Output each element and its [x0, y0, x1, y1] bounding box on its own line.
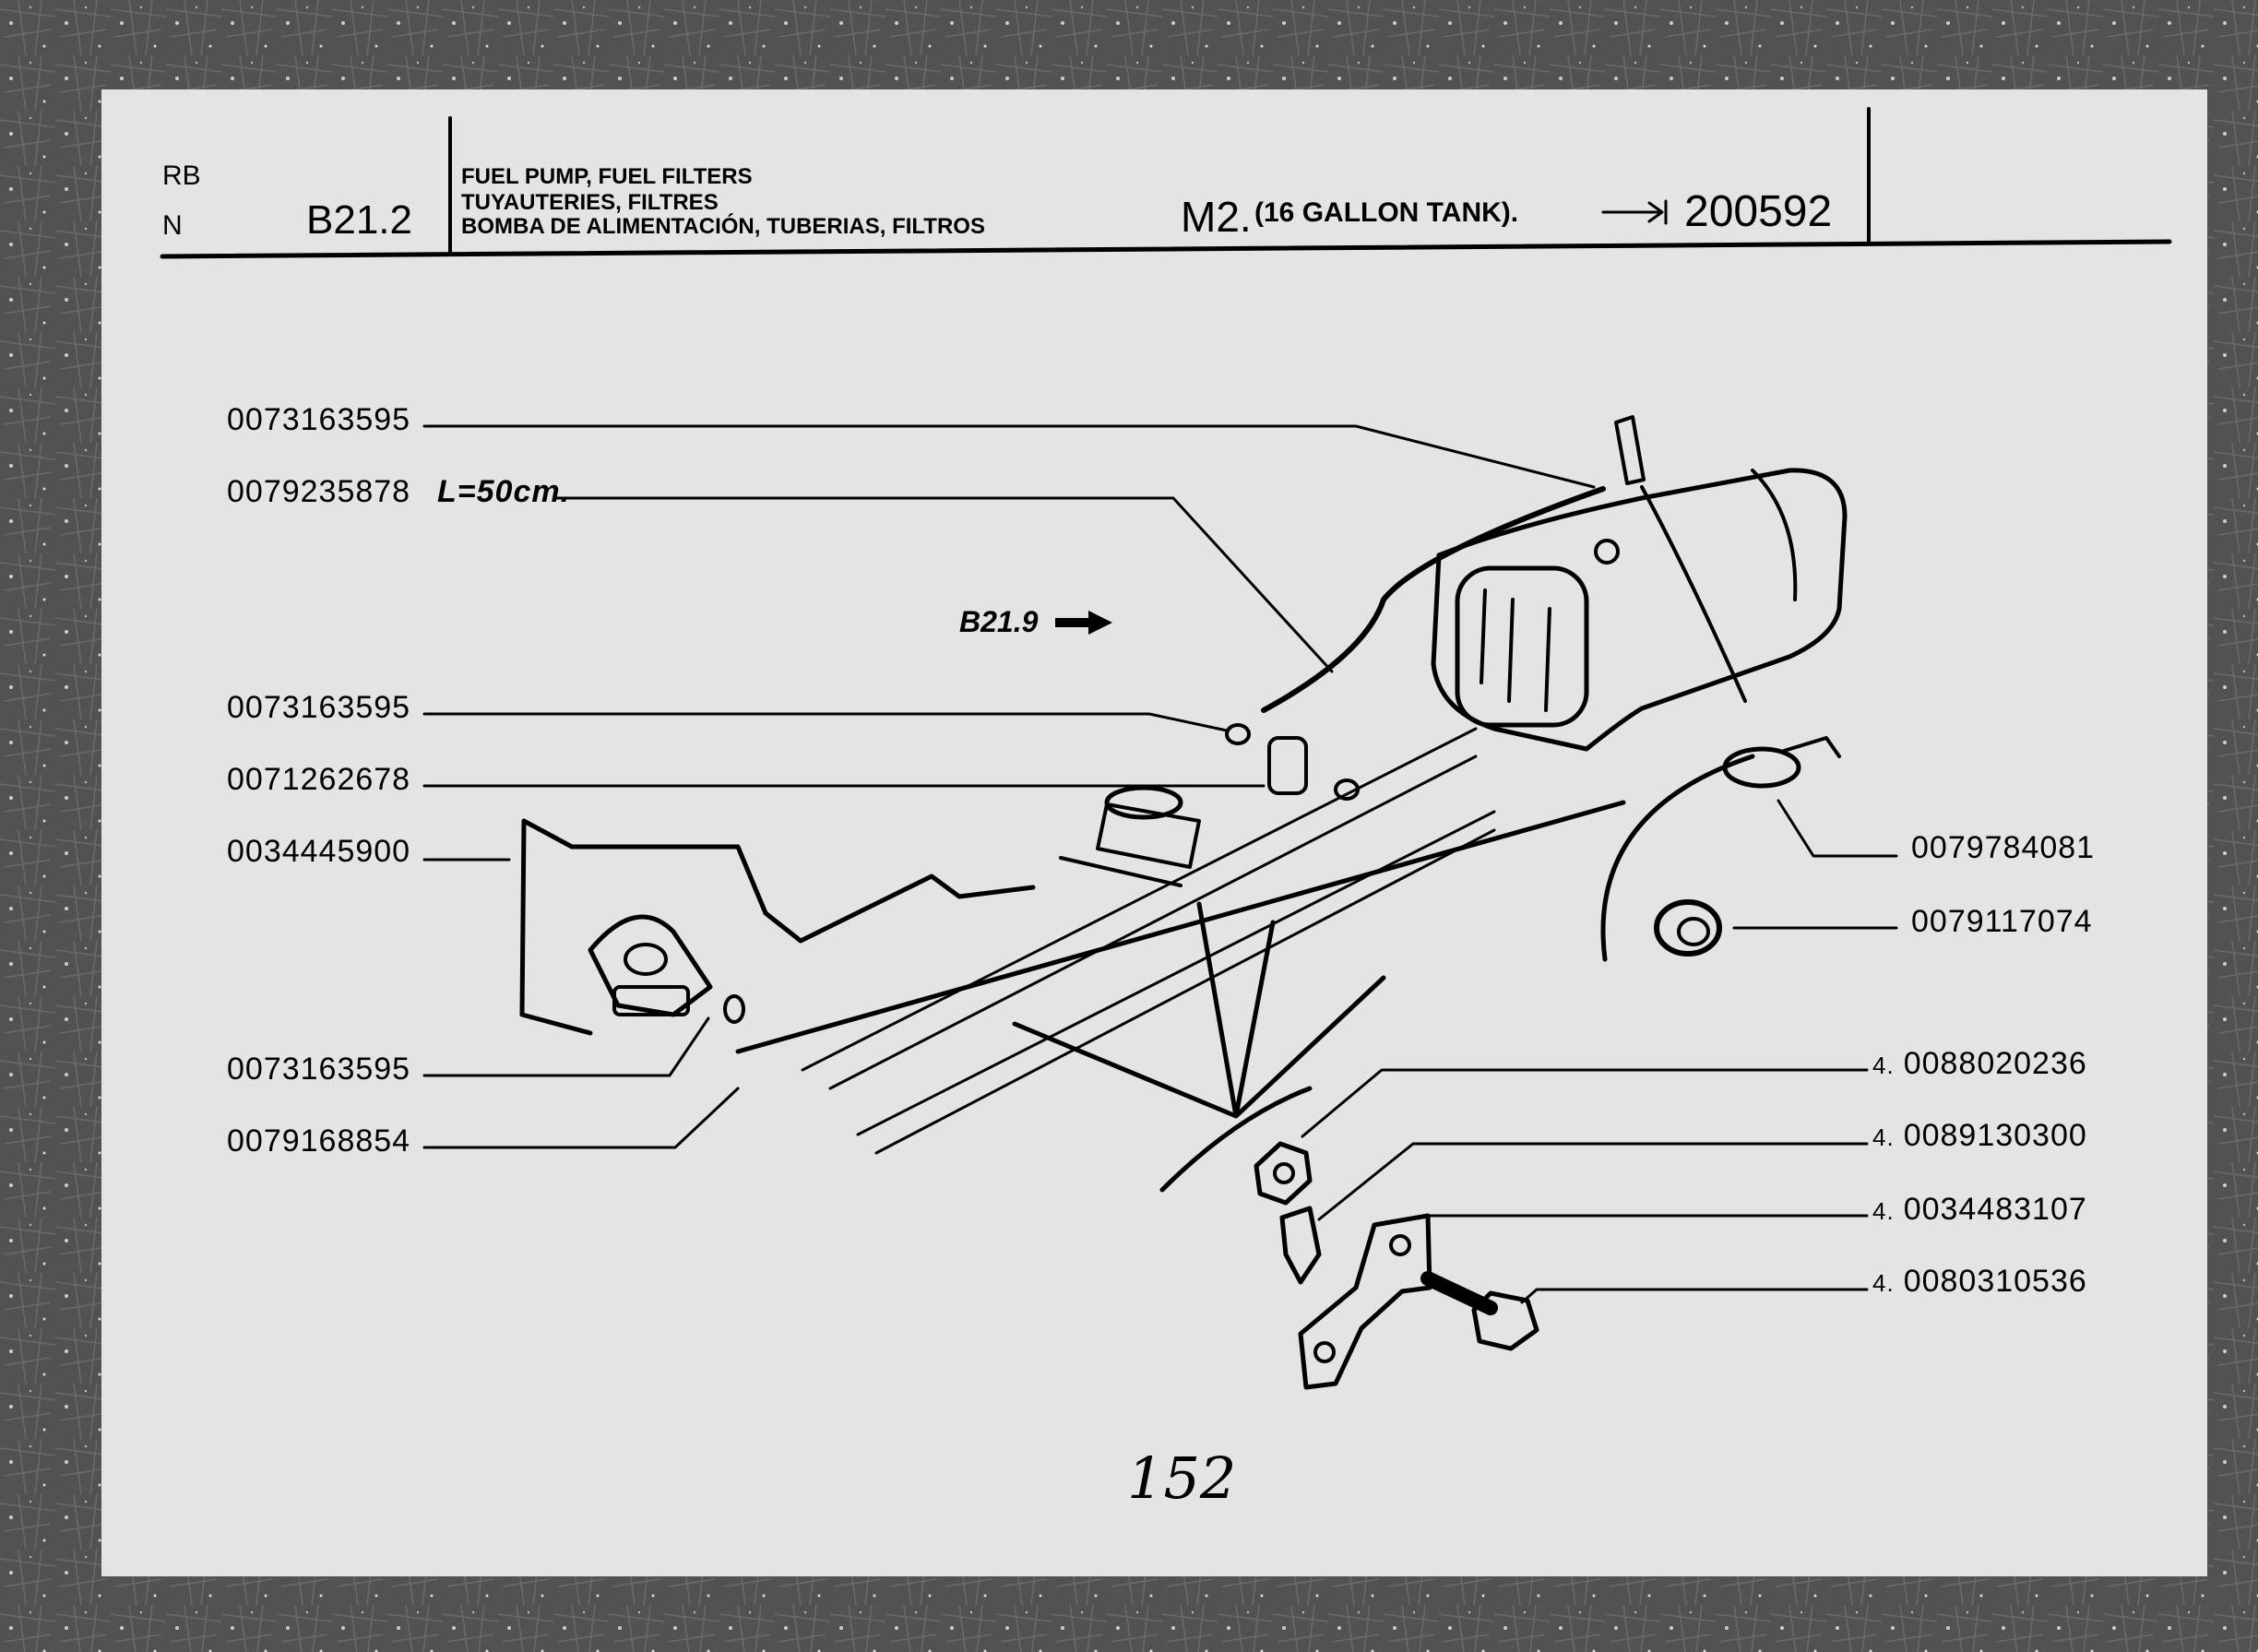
part-code-left: 0034445900 [227, 834, 411, 869]
parts-catalog-card [101, 89, 2207, 1576]
serial-number: 200592 [1684, 187, 1833, 236]
fuel-pump [588, 914, 713, 1017]
rb-label: RB [162, 160, 201, 191]
bracket [1298, 1213, 1432, 1390]
title-line-es: BOMBA DE ALIMENTACIÓN, TUBERIAS, FILTROS [461, 214, 985, 239]
leader-line [1520, 1288, 1869, 1304]
title-line-fr: TUYAUTERIES, FILTRES [461, 190, 719, 215]
part-code-right: 4.0080310536 [1872, 1264, 2087, 1299]
part-code-left: 0073163595 [227, 690, 411, 725]
carburetor [1104, 785, 1183, 820]
page-number: 152 [1127, 1444, 1237, 1512]
chassis-rail [735, 800, 1626, 1054]
fuel-hose [1261, 486, 1606, 713]
cross-reference-label: B21.9 [959, 605, 1039, 638]
chassis-rail [828, 755, 1478, 1090]
leader-line [1777, 799, 1898, 858]
sender-cap [1594, 539, 1620, 565]
part-code-right: 4.0088020236 [1872, 1046, 2087, 1081]
hose-clamp [1225, 723, 1251, 745]
part-code-right: 4.0089130300 [1872, 1118, 2087, 1153]
leader-line [1301, 1068, 1869, 1138]
fuel-tank [1431, 468, 1848, 752]
arrow-head [1647, 201, 1664, 223]
part-code-left: 0079168854 [227, 1123, 411, 1159]
leader-line [553, 496, 1334, 673]
section-code: B21.2 [306, 197, 412, 243]
fuel-filter [1267, 736, 1308, 795]
part-code-left: 0079235878 [227, 474, 411, 509]
tank-window [1455, 565, 1589, 728]
title-line-en: FUEL PUMP, FUEL FILTERS [461, 164, 753, 189]
chassis-rail [801, 727, 1478, 1072]
clip [1279, 1206, 1322, 1285]
header-rule [160, 239, 2172, 259]
chassis-rail [874, 828, 1496, 1155]
model-note: (16 GALLON TANK). [1254, 197, 1519, 228]
cross-ref-arrow [1055, 611, 1112, 635]
part-code-right: 4.0034483107 [1872, 1192, 2087, 1227]
wheel-arch [1159, 1086, 1313, 1193]
grommet [1654, 899, 1722, 957]
fuel-line-tube [521, 818, 1036, 944]
leader-line [422, 1087, 740, 1149]
nut [1254, 1141, 1313, 1206]
n-label: N [162, 210, 183, 241]
part-code-left: 0073163595 [227, 1052, 411, 1087]
tank-strap [1751, 469, 1798, 601]
hose-clamp-ring [1722, 746, 1801, 789]
chassis-rail [856, 810, 1496, 1136]
part-code-right: 0079784081 [1911, 830, 2096, 865]
part-length-note: L=50cm. [437, 474, 571, 509]
part-code-right: 0079117074 [1911, 904, 2093, 939]
filler-neck [1614, 415, 1646, 485]
tank-strap [1640, 485, 1747, 703]
model-label: M2. [1181, 193, 1252, 241]
leader-line [422, 1016, 710, 1077]
leader-line [422, 424, 1596, 489]
part-code-left: 0071262678 [227, 762, 411, 797]
wheel-arch [1600, 754, 1755, 962]
part-code-left: 0073163595 [227, 402, 411, 437]
leader-line [1317, 1142, 1869, 1221]
leader-line [422, 712, 1229, 732]
